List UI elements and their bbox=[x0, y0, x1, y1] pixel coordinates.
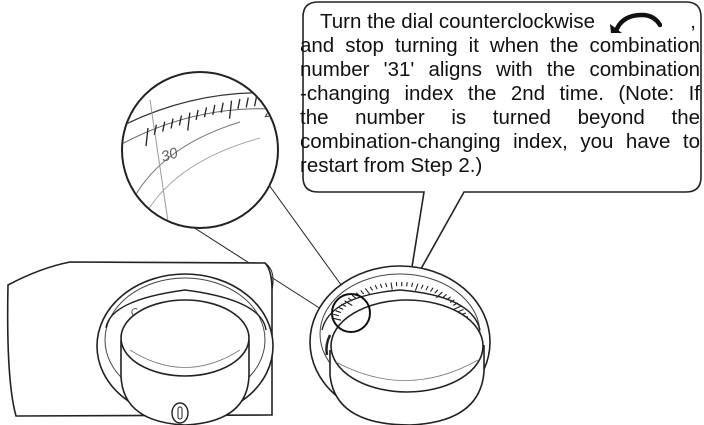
right-dial-tick bbox=[374, 284, 378, 290]
instruction-line-5: the number is turned beyond the bbox=[300, 106, 700, 129]
instruction-line-6: combination-changing index, you have to bbox=[300, 130, 700, 153]
magnified-dial-view: 30 4 bbox=[121, 71, 290, 229]
magnified-tick bbox=[253, 96, 258, 107]
right-dial-tick bbox=[360, 290, 365, 295]
instruction-trailing-comma: , bbox=[690, 10, 696, 33]
left-lock-knob-face bbox=[120, 299, 250, 377]
magnified-tick bbox=[153, 124, 157, 135]
instruction-line-1-text: Turn the dial counterclockwise bbox=[320, 10, 595, 33]
magnified-tick bbox=[145, 127, 149, 147]
magnified-tick bbox=[187, 112, 191, 131]
magnified-tick bbox=[178, 115, 183, 126]
right-dial-tick bbox=[434, 289, 439, 294]
instruction-line-1: Turn the dial counterclockwise , bbox=[300, 10, 700, 34]
right-dial-tick bbox=[420, 284, 424, 289]
magnified-tick bbox=[170, 118, 174, 129]
left-lock-assembly: C B bbox=[6, 261, 274, 425]
right-dial-tick bbox=[406, 282, 408, 287]
right-dial-tick bbox=[335, 310, 341, 314]
right-dial-tick bbox=[351, 294, 357, 299]
right-dial-tick bbox=[347, 297, 353, 302]
speech-bubble bbox=[302, 1, 702, 293]
magnified-tick bbox=[162, 121, 166, 132]
right-dial-tick bbox=[385, 282, 388, 288]
right-dial-tick bbox=[390, 282, 393, 290]
counterclockwise-arrow-icon bbox=[610, 12, 663, 33]
right-dial-tick bbox=[411, 282, 414, 288]
right-dial-tick bbox=[414, 283, 419, 291]
right-dial-tick bbox=[429, 287, 434, 292]
right-dial-tick bbox=[379, 283, 383, 289]
right-lock-assembly: 30 40 50 bbox=[309, 265, 491, 425]
instruction-text: Turn the dial counterclockwise , and sto… bbox=[300, 10, 700, 178]
right-dial-tick bbox=[449, 299, 455, 304]
right-dial-tick bbox=[442, 293, 447, 298]
right-lock-knob-face bbox=[330, 299, 484, 393]
right-dial-tick bbox=[333, 313, 339, 317]
right-dial-tick bbox=[436, 291, 443, 299]
instruction-line-2: and stop turning it when the combination bbox=[300, 34, 700, 57]
right-dial-tick bbox=[340, 303, 347, 307]
right-dial-tick bbox=[369, 286, 374, 291]
right-dial-tick bbox=[338, 306, 344, 310]
magnified-tick bbox=[195, 109, 199, 120]
magnified-tick bbox=[280, 94, 282, 104]
right-dial-tick bbox=[364, 288, 371, 296]
right-dial-tick bbox=[344, 300, 353, 306]
magnified-tick bbox=[203, 107, 208, 118]
magnified-tick bbox=[220, 102, 224, 113]
instruction-line-7: restart from Step 2.) bbox=[300, 154, 483, 177]
magnified-tick bbox=[237, 98, 241, 110]
instruction-line-3: number '31' aligns with the combination bbox=[300, 58, 700, 81]
instruction-line-4: -changing index the 2nd time. (Note: If bbox=[300, 82, 700, 105]
magnified-tick bbox=[270, 94, 274, 113]
magnified-tick bbox=[288, 94, 290, 104]
right-dial-tick bbox=[446, 296, 451, 301]
magnified-label-30: 30 bbox=[159, 144, 181, 166]
right-dial-tick bbox=[458, 309, 464, 312]
magnified-tick bbox=[245, 97, 249, 108]
magnified-tick bbox=[228, 100, 233, 119]
right-dial-tick bbox=[452, 302, 458, 306]
right-dial-tick bbox=[425, 285, 429, 291]
magnified-tick bbox=[212, 104, 216, 115]
number-31-highlight bbox=[331, 293, 371, 333]
